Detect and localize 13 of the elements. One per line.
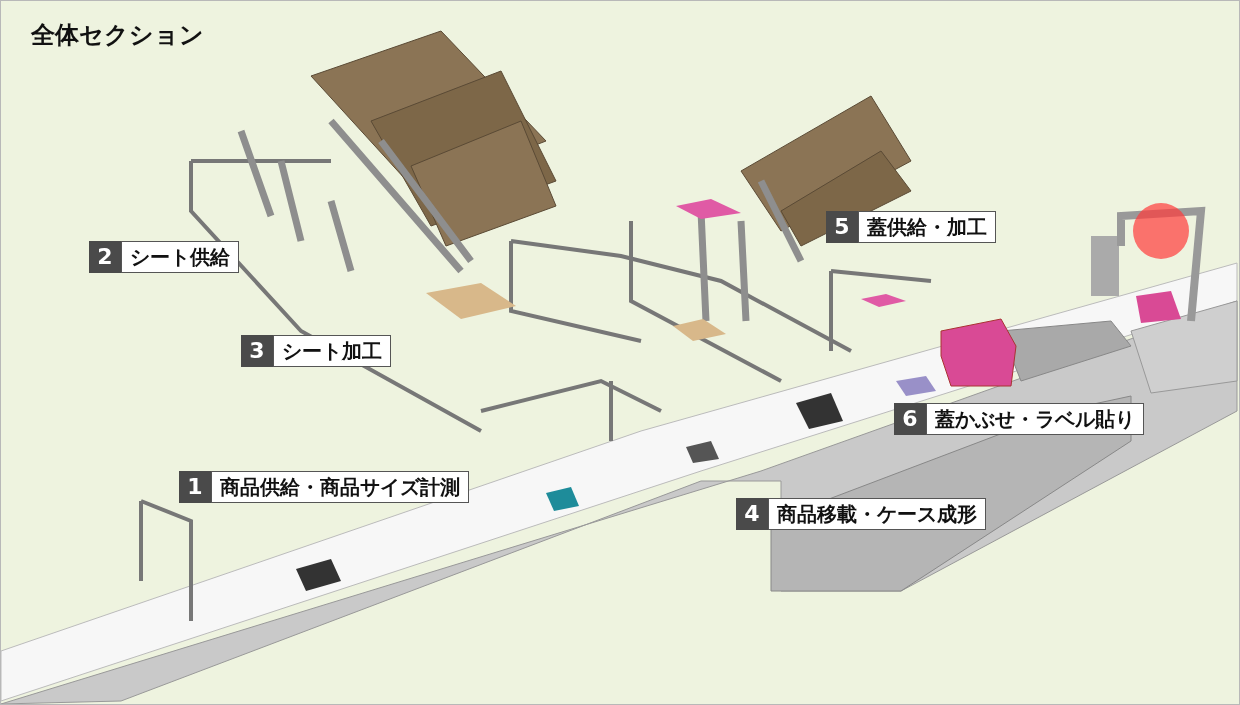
callout-label: 商品移載・ケース成形 [768, 498, 986, 530]
callout-label: シート供給 [121, 241, 239, 273]
callout-number: 6 [894, 403, 926, 435]
section-title: 全体セクション [31, 20, 204, 51]
callout-label: 蓋かぶせ・ラベル貼り [926, 403, 1144, 435]
callout-label: 商品供給・商品サイズ計測 [211, 471, 469, 503]
callout-number: 5 [826, 211, 858, 243]
callout-number: 4 [736, 498, 768, 530]
callout-number: 2 [89, 241, 121, 273]
callout-number: 3 [241, 335, 273, 367]
callout-number: 1 [179, 471, 211, 503]
callout-label: 蓋供給・加工 [858, 211, 996, 243]
callout-label: シート加工 [273, 335, 391, 367]
